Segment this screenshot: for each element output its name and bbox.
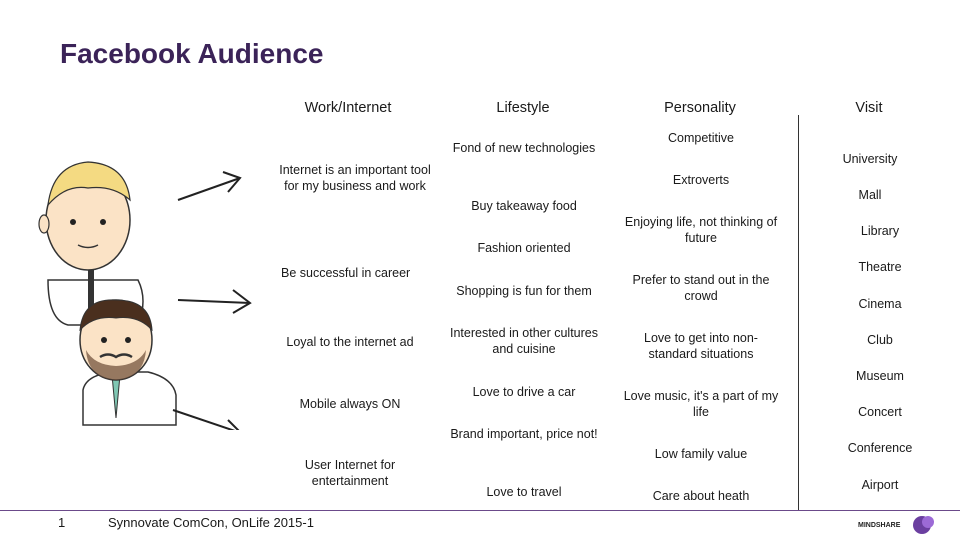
audience-illustration: [38, 161, 252, 430]
personality-item: Competitive: [668, 131, 734, 145]
footer-divider: [0, 510, 960, 511]
arrow-down-head-icon: [227, 419, 240, 430]
visit-item: Airport: [861, 478, 899, 492]
mindshare-logo: MINDSHARE: [858, 516, 934, 534]
blond-man-figure: [38, 161, 144, 326]
personality-item: Love music, it's a part of my life: [623, 389, 779, 419]
visit-item: Library: [860, 224, 900, 238]
visit-item: Cinema: [858, 297, 902, 311]
visit-item: University: [842, 152, 898, 166]
work-item: Mobile always ON: [299, 397, 401, 411]
visit-item: Conference: [847, 441, 913, 455]
personality-item: Love to get into non-standard situations: [644, 331, 758, 361]
source-note: Synnovate ComCon, OnLife 2015-1: [108, 515, 314, 530]
arrow-right-icon: [177, 299, 251, 304]
arrow-icons: [172, 171, 252, 430]
lifestyle-item: Love to travel: [486, 485, 562, 499]
personality-item: Care about heath: [652, 489, 750, 503]
personality-item: Enjoying life, not thinking of future: [624, 215, 778, 245]
page-number: 1: [58, 515, 66, 530]
personality-item: Extroverts: [672, 173, 730, 187]
arrow-down-icon: [172, 409, 236, 430]
header-personality: Personality: [664, 100, 736, 116]
work-item: Be successful in career: [281, 266, 411, 280]
dark-haired-man-figure: [79, 299, 177, 426]
header-lifestyle: Lifestyle: [496, 100, 550, 116]
visit-item: Concert: [858, 405, 902, 419]
visit-item: Theatre: [858, 260, 902, 274]
slide-title: Facebook Audience: [60, 38, 324, 69]
lifestyle-item: Fond of new technologies: [452, 141, 596, 155]
column-divider: [798, 115, 799, 510]
arrow-up-head-icon: [222, 171, 242, 193]
header-visit: Visit: [855, 100, 883, 116]
lifestyle-item: Buy takeaway food: [471, 199, 577, 213]
lifestyle-item: Shopping is fun for them: [456, 284, 592, 298]
lifestyle-item: Fashion oriented: [477, 241, 571, 255]
logo-text: MINDSHARE: [858, 522, 901, 529]
work-item: Internet is an important tool for my bus…: [279, 163, 431, 193]
visit-item: Mall: [858, 188, 882, 202]
lifestyle-item: Interested in other cultures and cuisine: [450, 326, 598, 356]
personality-item: Low family value: [654, 447, 748, 461]
personality-item: Prefer to stand out in the crowd: [632, 273, 770, 303]
visit-item: Museum: [856, 369, 904, 383]
arrow-right-head-icon: [232, 289, 252, 314]
lifestyle-item: Brand important, price not!: [450, 427, 598, 441]
work-item: User Internet for entertainment: [304, 458, 396, 488]
visit-item: Club: [867, 333, 893, 347]
header-work-internet: Work/Internet: [304, 100, 392, 116]
arrow-up-icon: [177, 177, 241, 201]
lifestyle-item: Love to drive a car: [472, 385, 576, 399]
work-item: Loyal to the internet ad: [286, 335, 414, 349]
